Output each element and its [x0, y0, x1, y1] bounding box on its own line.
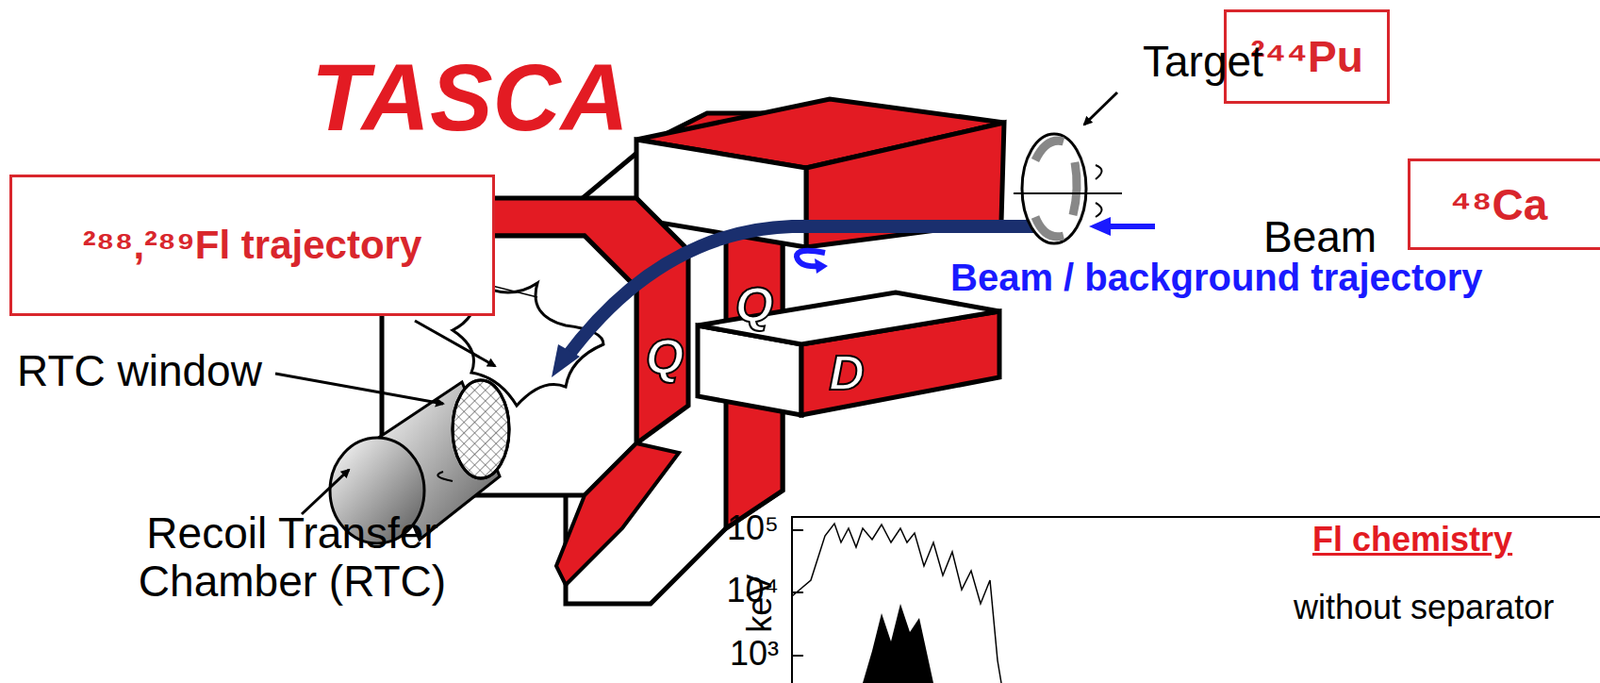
- node-text: ²⁴⁴Pu: [1250, 31, 1364, 83]
- magnet-label: D: [818, 341, 875, 406]
- axis-title: keV: [741, 574, 779, 633]
- chart-note: without separator: [1293, 588, 1554, 627]
- magnet-label: Q: [641, 325, 689, 390]
- node-text: Q: [645, 329, 684, 384]
- node-text: ⁴⁸Ca: [1450, 179, 1548, 231]
- chart-title: Fl chemistry: [1312, 520, 1513, 559]
- part-label: Recoil Transfer Chamber (RTC): [94, 509, 491, 605]
- callout-box: ⁴⁸Ca: [1407, 158, 1600, 250]
- part-label: Beam: [1263, 213, 1377, 262]
- callout-box: ²⁸⁸,²⁸⁹Fl trajectory: [9, 174, 495, 316]
- title-text: TASCA: [311, 45, 629, 149]
- axis-tick: 10⁵: [726, 509, 779, 547]
- part-label: Target: [1142, 37, 1264, 86]
- spectrum-chart: [791, 516, 1600, 683]
- part-label: RTC window: [16, 346, 263, 396]
- magnet-label: Q: [727, 273, 781, 338]
- target-wheel: [1013, 133, 1122, 244]
- node-text: ²⁸⁸,²⁸⁹Fl trajectory: [82, 222, 423, 268]
- node-text: Q: [735, 278, 774, 332]
- trajectory-label: Beam / background trajectory: [950, 256, 1484, 298]
- axis-tick: 10³: [729, 634, 779, 673]
- node-text: D: [828, 346, 865, 400]
